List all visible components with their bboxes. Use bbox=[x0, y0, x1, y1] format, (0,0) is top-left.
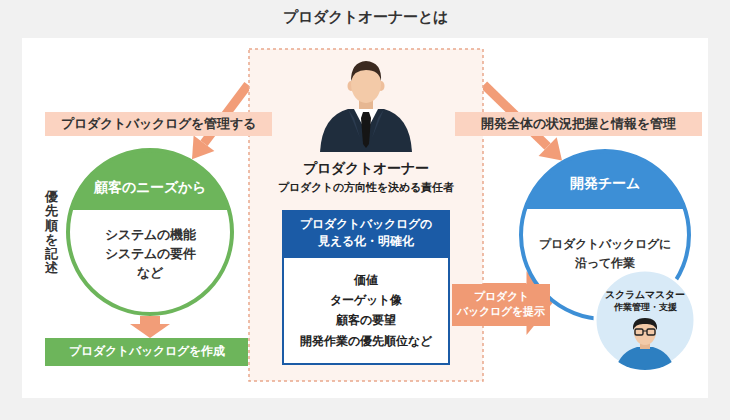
text-line: プロダクトバックログを管理する bbox=[61, 115, 256, 133]
text-line: 沿って作業 bbox=[519, 254, 691, 273]
text-line: など bbox=[66, 264, 234, 283]
dashed-frame bbox=[249, 49, 483, 381]
edge-label: プロダクト バックログを提示 bbox=[452, 284, 550, 326]
arrow-shaft bbox=[140, 316, 160, 324]
edge-label: プロダクトバックログを管理する bbox=[45, 112, 272, 136]
arrow-head bbox=[130, 324, 170, 338]
node-shape bbox=[593, 268, 697, 372]
side-note: 優先順を記述 bbox=[45, 190, 58, 276]
text-line: システムの機能 bbox=[66, 226, 234, 245]
edge-label: 開発全体の状況把握と情報を管理 bbox=[455, 112, 702, 136]
text-line: 作業管理・支援 bbox=[593, 302, 697, 314]
needs-circle: 顧客のニーズからシステムの機能 システムの要件 など bbox=[66, 148, 234, 316]
node-heading: プロダクトバックログの 見える化・明確化 bbox=[282, 210, 450, 256]
text-line: 顧客の要望 bbox=[288, 310, 444, 330]
node-heading: プロダクトオーナー bbox=[248, 159, 484, 177]
arrow-head bbox=[192, 135, 214, 159]
arrow-head bbox=[539, 137, 562, 160]
text-line: 開発作業の優先順位など bbox=[288, 331, 444, 351]
text-line: 顧客のニーズから bbox=[66, 178, 234, 196]
scrum-master-circle: スクラムマスター作業管理・支援 bbox=[593, 268, 697, 372]
scrum-master-figure bbox=[615, 318, 675, 372]
create-band: プロダクトバックログを作成 bbox=[45, 338, 248, 366]
text-line: プロダクト bbox=[474, 290, 529, 305]
diagram-title: プロダクトオーナーとは bbox=[0, 8, 730, 27]
text-line: 価値 bbox=[288, 270, 444, 290]
text-line: システムの要件 bbox=[66, 245, 234, 264]
text-line: プロダクトの方向性を決める責任者 bbox=[248, 181, 484, 195]
circle-header bbox=[66, 148, 234, 210]
node-body: 価値 ターゲット像 顧客の要望 開発作業の優先順位など bbox=[282, 256, 450, 366]
text-line: スクラムマスター bbox=[593, 288, 697, 301]
text-line: 開発全体の状況把握と情報を管理 bbox=[481, 115, 676, 133]
node-heading: スクラムマスター bbox=[593, 288, 697, 301]
text-line: プロダクトオーナーとは bbox=[0, 8, 730, 27]
owner-panel: プロダクトオーナープロダクトの方向性を決める責任者プロダクトバックログの 見える… bbox=[248, 48, 484, 382]
node-heading: プロダクトバックログを作成 bbox=[45, 338, 248, 366]
text-line: 開発チーム bbox=[519, 174, 691, 192]
backlog-box: プロダクトバックログの 見える化・明確化価値 ターゲット像 顧客の要望 開発作業… bbox=[282, 210, 450, 365]
flow-arrow bbox=[130, 316, 170, 338]
node-heading: 顧客のニーズから bbox=[66, 178, 234, 196]
node-body: プロダクトバックログに 沿って作業 bbox=[519, 235, 691, 273]
node-body: システムの機能 システムの要件 など bbox=[66, 226, 234, 283]
text-line: プロダクトバックログを作成 bbox=[69, 344, 225, 360]
text-line: ターゲット像 bbox=[288, 290, 444, 310]
owner-figure bbox=[320, 61, 412, 152]
text-line: バックログを提示 bbox=[457, 305, 545, 320]
text-line: 見える化・明確化 bbox=[286, 233, 446, 250]
text-line: プロダクトオーナー bbox=[248, 159, 484, 177]
node-heading: 開発チーム bbox=[519, 174, 691, 192]
node-body: 作業管理・支援 bbox=[593, 302, 697, 314]
node-body: プロダクトの方向性を決める責任者 bbox=[248, 181, 484, 195]
band-fill bbox=[45, 338, 248, 366]
text-line: プロダクトバックログの bbox=[286, 216, 446, 233]
text-line: プロダクトバックログに bbox=[519, 235, 691, 254]
